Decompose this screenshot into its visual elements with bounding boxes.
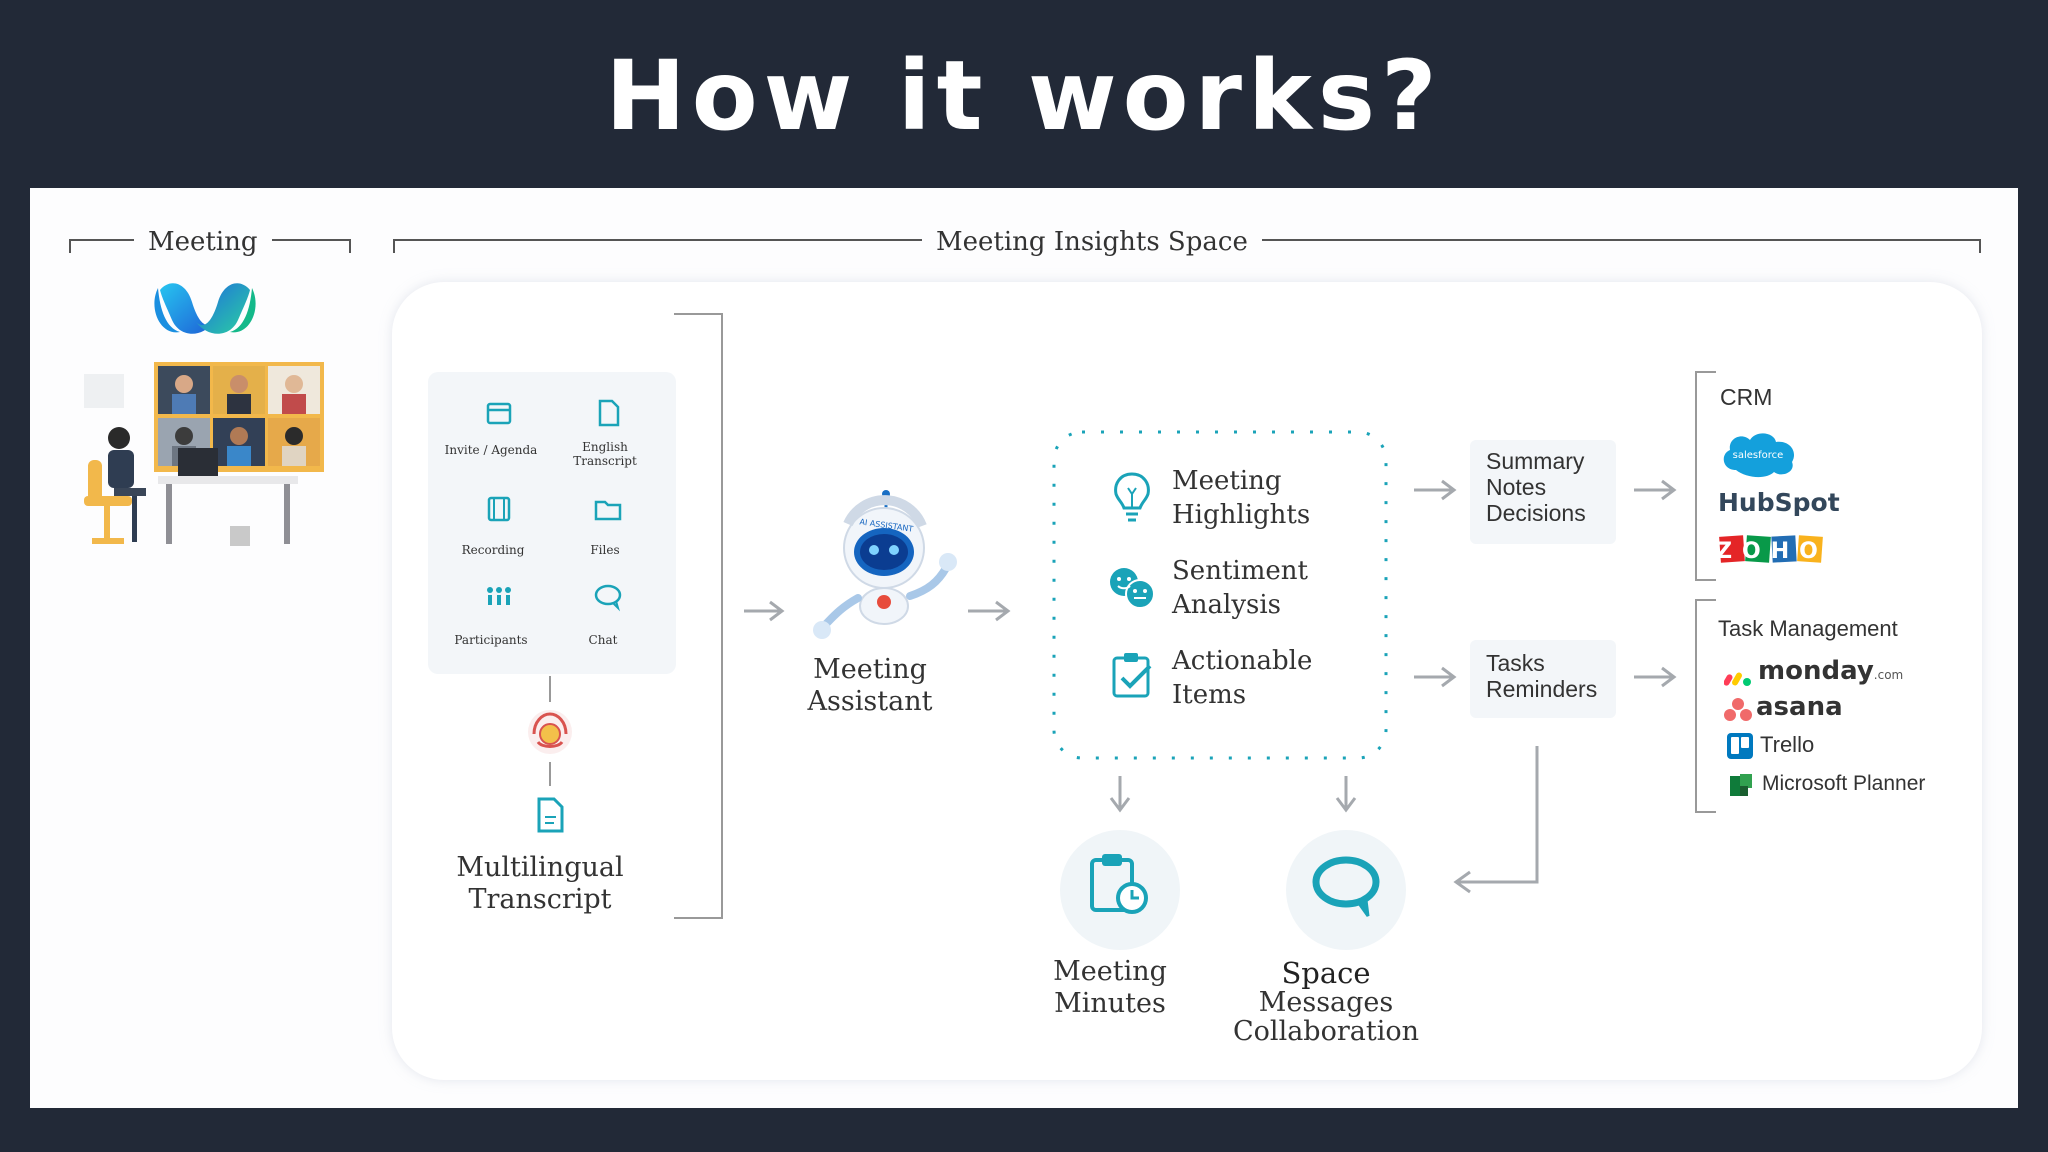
participants-icon bbox=[487, 587, 511, 605]
trello-logo: Trello bbox=[1760, 732, 1815, 757]
meeting-highlights-label: Meeting Highlights bbox=[1172, 466, 1311, 530]
tasks-label: Tasks bbox=[1486, 650, 1545, 676]
insights-section-label: Meeting Insights Space bbox=[922, 227, 1262, 257]
tasks-box bbox=[1470, 640, 1616, 718]
crm-title: CRM bbox=[1720, 384, 1773, 410]
salesforce-logo: salesforce bbox=[1723, 433, 1795, 478]
task-management-title: Task Management bbox=[1718, 616, 1898, 641]
sentiment-analysis-label: Sentiment Analysis bbox=[1172, 556, 1308, 620]
actionable-items-label: Actionable Items bbox=[1172, 646, 1313, 710]
multilingual-transcript-label: Multilingual Transcript bbox=[456, 852, 624, 915]
space-circle bbox=[1286, 830, 1406, 950]
transcript-document-icon bbox=[537, 797, 564, 833]
tool-label-chat: Chat bbox=[588, 633, 618, 647]
sentiment-icon bbox=[1110, 568, 1155, 609]
asana-icon bbox=[1724, 698, 1752, 721]
robot-icon: AI ASSISTANT bbox=[813, 490, 957, 639]
lightbulb-icon bbox=[1114, 472, 1150, 522]
summary-box bbox=[1470, 440, 1616, 544]
tool-label-english-transcript: English Transcript bbox=[573, 440, 637, 468]
tool-label-files: Files bbox=[590, 543, 620, 557]
microsoft-planner-icon bbox=[1730, 774, 1752, 796]
summary-label: Summary bbox=[1486, 448, 1585, 474]
zoho-logo: ZOHO bbox=[1718, 535, 1828, 564]
decisions-label: Decisions bbox=[1486, 500, 1586, 526]
minutes-icon bbox=[1090, 854, 1148, 914]
tool-label-invite: Invite / Agenda bbox=[444, 443, 538, 457]
translate-icon bbox=[528, 710, 572, 754]
space-chat-icon bbox=[1312, 856, 1380, 917]
reminders-label: Reminders bbox=[1486, 676, 1598, 702]
monday-icon bbox=[1724, 672, 1751, 686]
space-subtitle: Messages Collaboration bbox=[1233, 987, 1419, 1047]
tool-label-recording: Recording bbox=[461, 543, 525, 557]
folder-icon bbox=[594, 500, 622, 521]
webex-logo bbox=[154, 283, 256, 334]
meeting-illustration bbox=[84, 362, 324, 546]
trello-icon bbox=[1727, 733, 1753, 759]
chat-icon bbox=[594, 584, 622, 612]
hubspot-logo: HubSpot bbox=[1718, 488, 1840, 517]
asana-logo: asana bbox=[1756, 692, 1843, 722]
meeting-section-label: Meeting bbox=[134, 227, 272, 257]
checklist-icon bbox=[1112, 653, 1152, 698]
salesforce-text: salesforce bbox=[1733, 450, 1784, 461]
meeting-data-box bbox=[428, 372, 676, 674]
page-title: How it works? bbox=[605, 40, 1443, 152]
tool-label-participants: Participants bbox=[454, 633, 528, 647]
notes-label: Notes bbox=[1486, 474, 1547, 500]
document-icon bbox=[598, 399, 620, 427]
monday-logo: monday.com bbox=[1758, 656, 1904, 686]
calendar-icon bbox=[486, 402, 512, 425]
microsoft-planner-logo: Microsoft Planner bbox=[1762, 772, 1926, 795]
space-title: Space bbox=[1281, 956, 1371, 990]
meeting-minutes-label: Meeting Minutes bbox=[1053, 956, 1167, 1019]
film-icon bbox=[487, 496, 511, 522]
zoho-text: ZOHO bbox=[1718, 539, 1828, 564]
meeting-assistant-label: Meeting Assistant bbox=[807, 654, 933, 717]
